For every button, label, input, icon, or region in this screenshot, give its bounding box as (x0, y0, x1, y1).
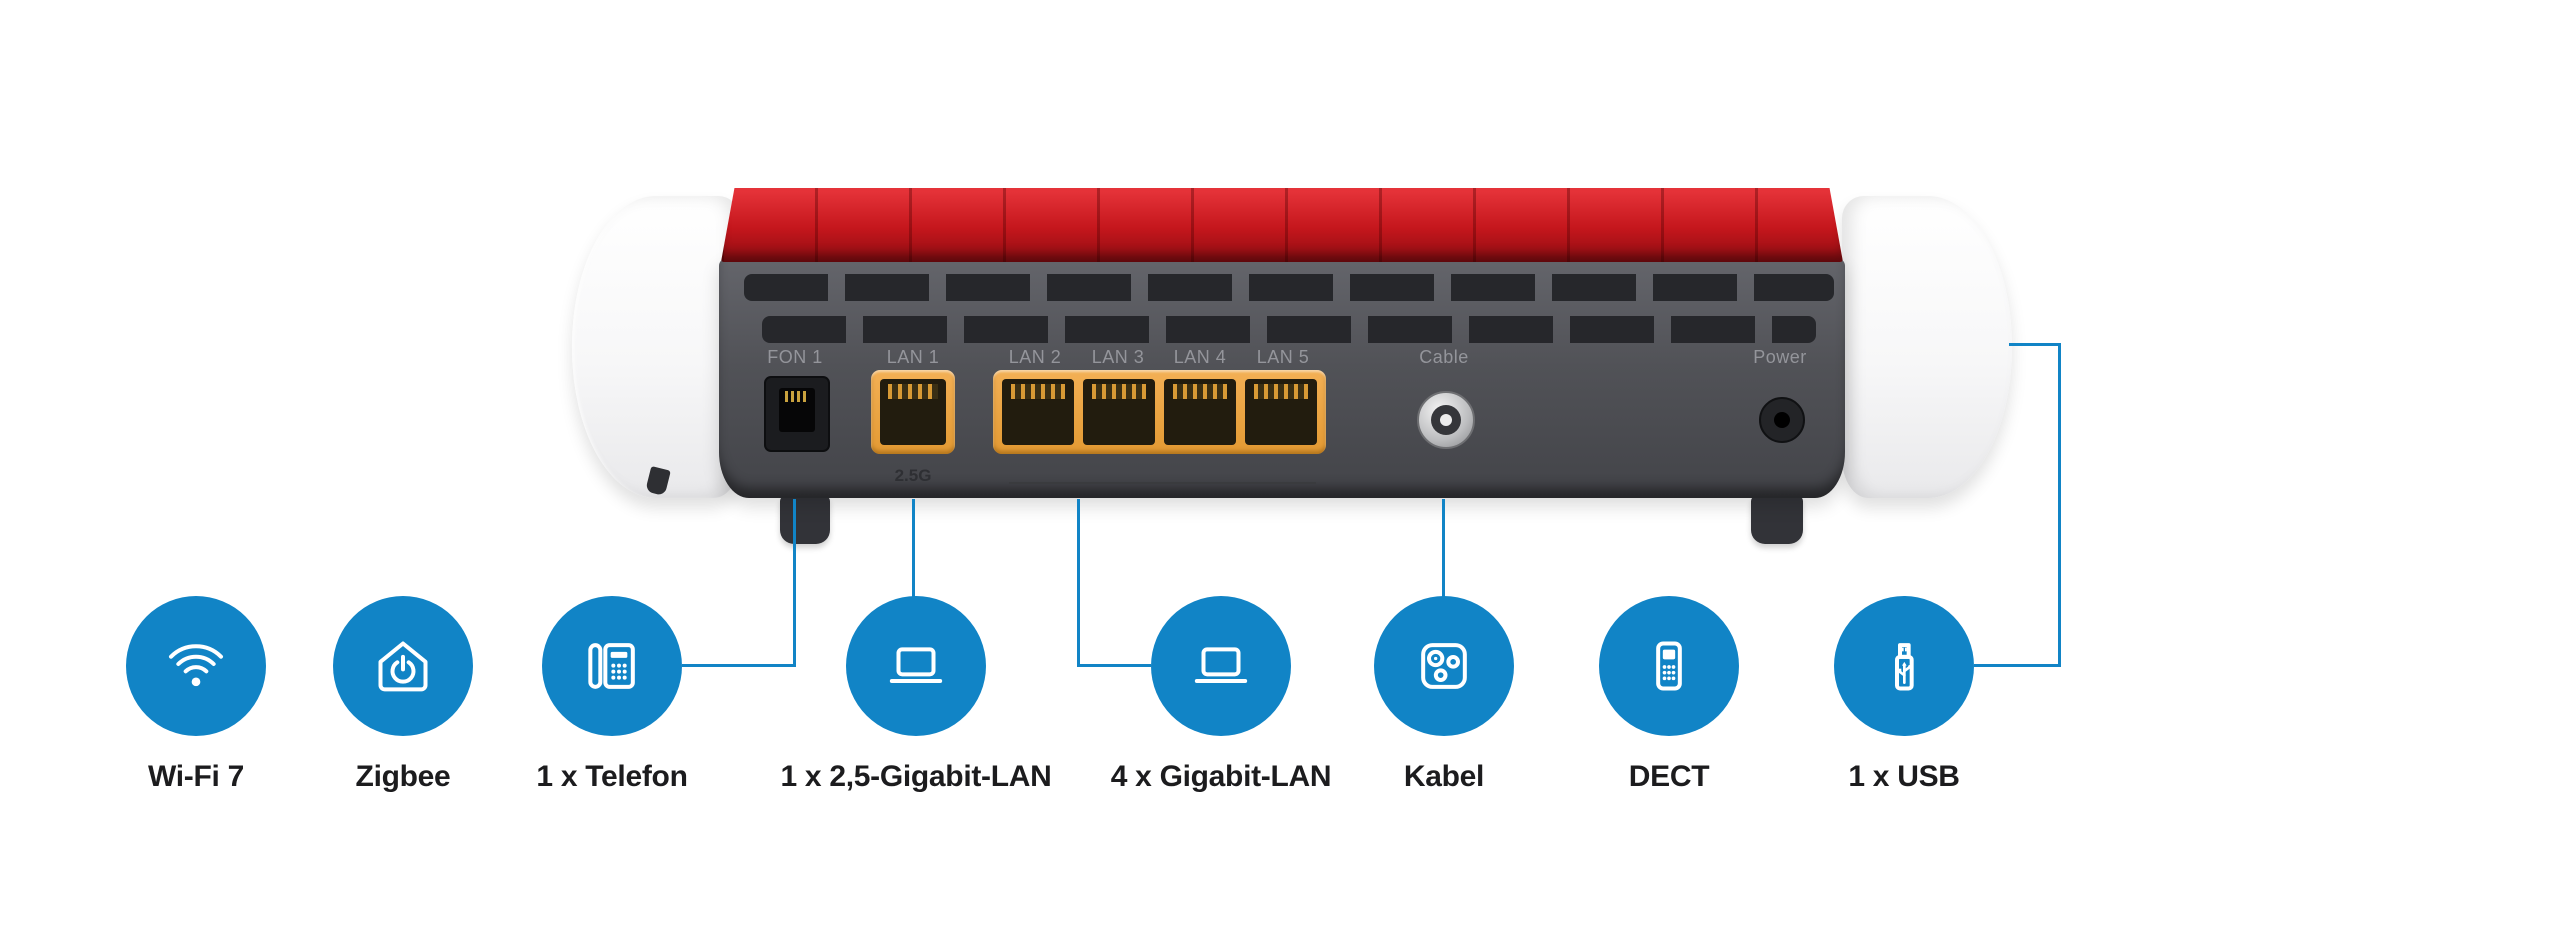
router-foot-left (780, 496, 830, 544)
laptop-icon (1194, 647, 1248, 683)
callout-line-usb (2058, 343, 2061, 667)
feature-gigabit-lan: 4 x Gigabit-LAN (1061, 596, 1381, 794)
feature-circle (542, 596, 682, 736)
feature-circle (1834, 596, 1974, 736)
lan5-port (1245, 379, 1317, 445)
usb-stick-icon (1894, 643, 1914, 691)
callout-line-usb (1974, 664, 2061, 667)
callout-line-lan4x (1077, 499, 1080, 667)
callout-line-kabel (1442, 499, 1445, 597)
port-label-fon1: FON 1 (767, 347, 823, 367)
router-foot-right (1751, 496, 1803, 544)
power-port (1759, 397, 1805, 443)
feature-circle (126, 596, 266, 736)
cable-coax-port (1417, 391, 1475, 449)
callout-line-lan25g (912, 499, 915, 597)
feature-label: 4 x Gigabit-LAN (1110, 760, 1332, 793)
feature-telefon: 1 x Telefon (452, 596, 772, 794)
lan1-port (871, 370, 955, 454)
ventilation-slots-row1 (744, 274, 1834, 301)
feature-zigbee: Zigbee (243, 596, 563, 794)
phone-icon (588, 643, 635, 689)
callout-line-usb (2009, 343, 2061, 346)
feature-label: Zigbee (355, 760, 451, 793)
laptop-icon (889, 647, 943, 683)
lan-group-bracket (1009, 482, 1316, 484)
port-label-lan2: LAN 2 (1008, 347, 1062, 367)
feature-kabel: Kabel (1284, 596, 1604, 794)
feature-circle (1599, 596, 1739, 736)
router-right-cap (1842, 196, 2012, 498)
feature-label: 1 x 2,5-Gigabit-LAN (780, 760, 1052, 793)
feature-label: 1 x USB (1848, 760, 1960, 793)
wifi-icon (169, 644, 223, 687)
feature-label: DECT (1628, 760, 1710, 793)
smart-home-icon (378, 641, 428, 692)
feature-circle (1151, 596, 1291, 736)
feature-circle (846, 596, 986, 736)
feature-label: 1 x Telefon (536, 760, 688, 793)
feature-label: Wi-Fi 7 (148, 760, 244, 793)
fon-port (764, 376, 830, 452)
port-label-cable: Cable (1419, 347, 1469, 367)
dect-phone-icon (1656, 641, 1682, 691)
callout-line-telefon (793, 499, 796, 667)
port-label-lan1: LAN 1 (886, 347, 940, 367)
port-label-lan3: LAN 3 (1091, 347, 1145, 367)
feature-circle (1374, 596, 1514, 736)
ventilation-slots-row2 (762, 316, 1816, 343)
callout-line-telefon (682, 664, 796, 667)
port-label-power: Power (1753, 347, 1807, 367)
router-red-top (721, 188, 1843, 262)
lan2-port (1002, 379, 1074, 445)
feature-usb: 1 x USB (1744, 596, 2064, 794)
feature-label: Kabel (1403, 760, 1485, 793)
lan3-port (1083, 379, 1155, 445)
lan1-speed-label: 2.5G (894, 466, 932, 485)
feature-2-5-gigabit-lan: 1 x 2,5-Gigabit-LAN (756, 596, 1076, 794)
lan-port-group (993, 370, 1326, 454)
router-left-cap (572, 196, 740, 498)
feature-dect: DECT (1509, 596, 1829, 794)
feature-circle (333, 596, 473, 736)
feature-wifi: Wi-Fi 7 (36, 596, 356, 794)
cable-socket-icon (1421, 643, 1467, 689)
lan4-port (1164, 379, 1236, 445)
port-label-lan4: LAN 4 (1173, 347, 1227, 367)
callout-line-lan4x (1077, 664, 1151, 667)
rj11-socket (779, 388, 815, 432)
port-label-lan5: LAN 5 (1256, 347, 1310, 367)
